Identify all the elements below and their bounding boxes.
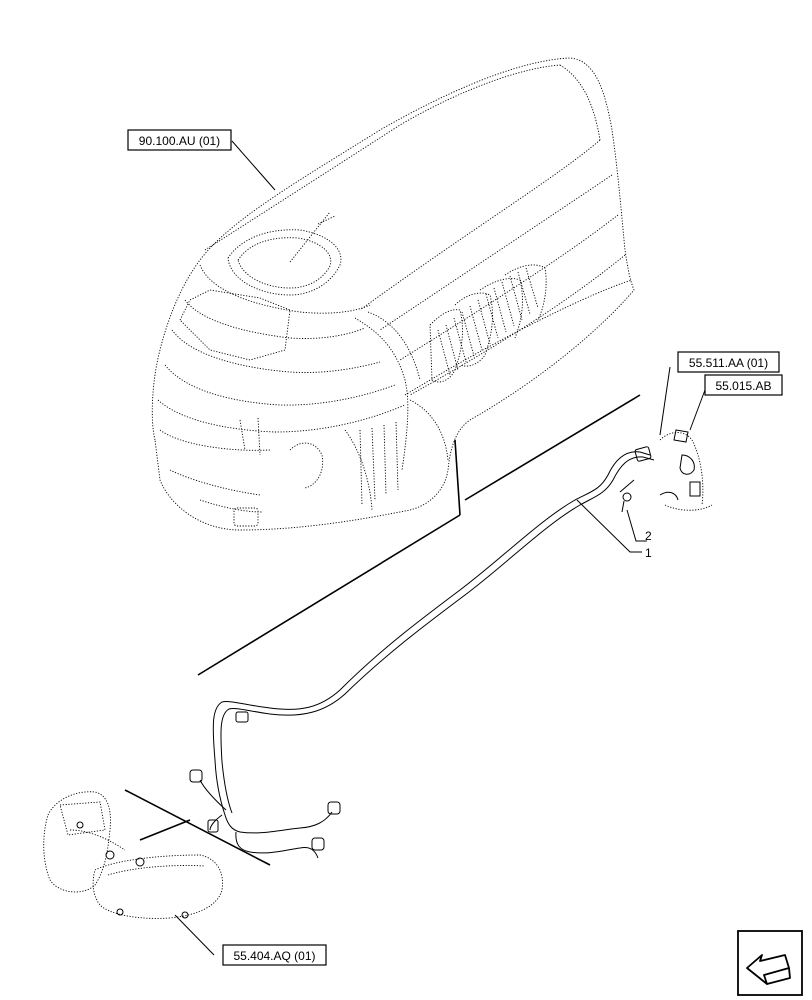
leader-lines: [174, 140, 706, 956]
callout-connector-ref[interactable]: 55.511.AA (01): [677, 351, 780, 373]
hood-drawing: [151, 57, 635, 531]
svg-text:55.511.AA (01): 55.511.AA (01): [689, 356, 768, 370]
svg-text:55.404.AQ (01): 55.404.AQ (01): [233, 949, 315, 963]
back-arrow-icon[interactable]: [737, 930, 803, 996]
side-vents: [429, 264, 547, 383]
switch-connector-cluster: [659, 429, 713, 511]
section-lines: [124, 394, 641, 866]
tail-lamp-assembly: [43, 791, 223, 919]
item-number-1: 1: [645, 546, 652, 560]
svg-text:90.100.AU (01): 90.100.AU (01): [139, 134, 220, 148]
fastener: [619, 479, 635, 513]
callout-hood-ref[interactable]: 90.100.AU (01): [127, 129, 232, 151]
item-number-2: 2: [645, 529, 652, 543]
callout-switch-ref[interactable]: 55.015.AB: [704, 374, 783, 396]
svg-text:55.015.AB: 55.015.AB: [715, 379, 771, 393]
wiring-harness: [189, 446, 655, 859]
callout-lamp-ref[interactable]: 55.404.AQ (01): [222, 944, 327, 966]
